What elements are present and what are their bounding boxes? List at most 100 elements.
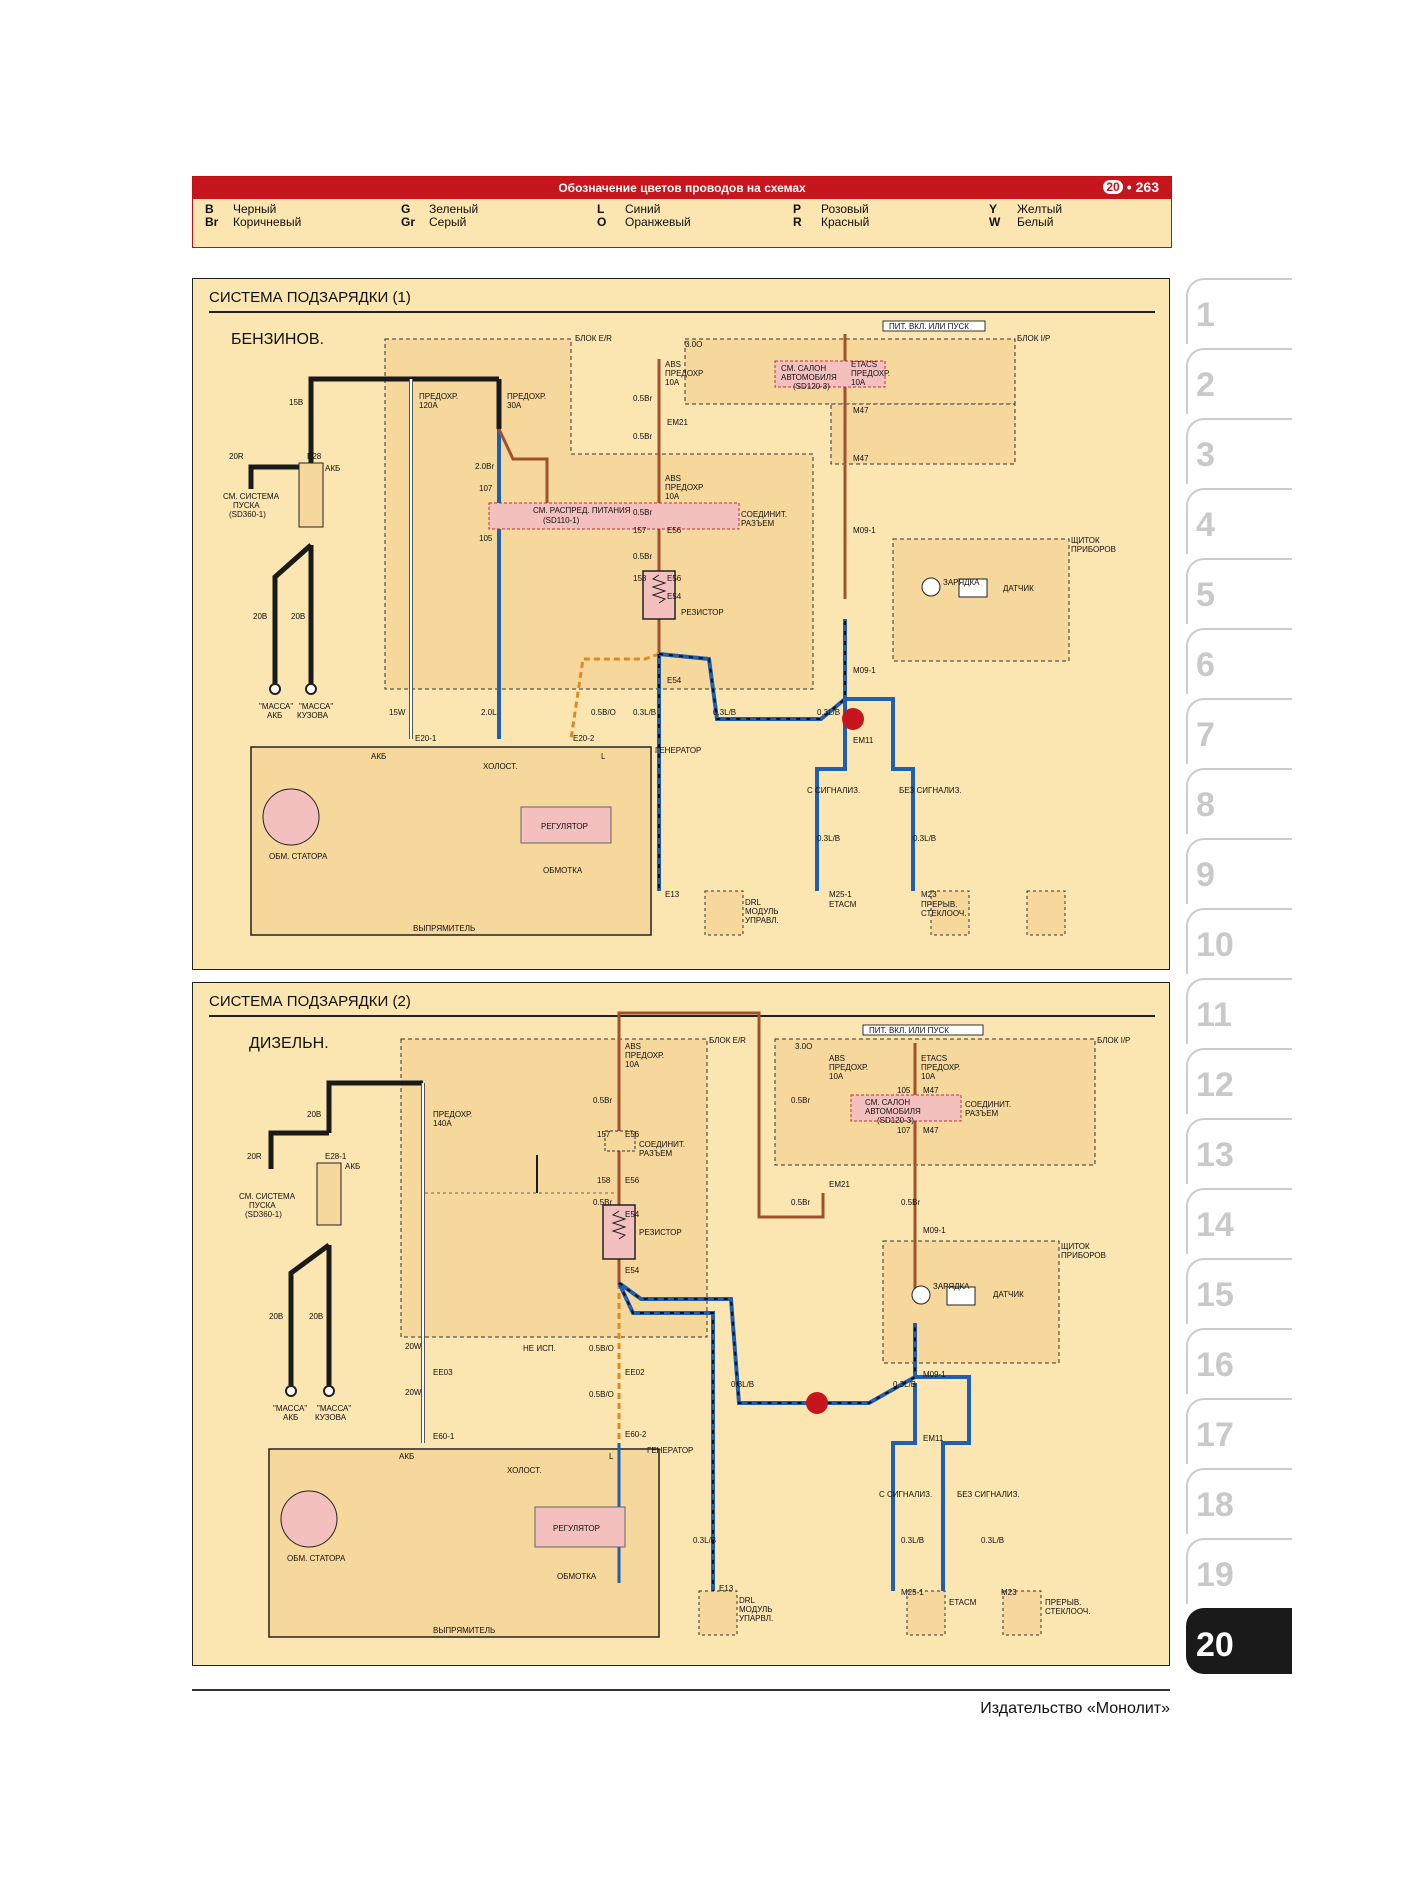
label: M47 — [853, 454, 869, 463]
chapter-tab-16[interactable]: 16 — [1186, 1328, 1292, 1394]
chapter-tab-18[interactable]: 18 — [1186, 1468, 1292, 1534]
label: ЩИТОК — [1061, 1242, 1090, 1251]
chapter-tab-6[interactable]: 6 — [1186, 628, 1292, 694]
label: 105 — [897, 1086, 911, 1095]
title-rule — [209, 1015, 1155, 1017]
header-bar: Обозначение цветов проводов на схемах 20… — [193, 177, 1171, 199]
label: АВТОМОБИЛЯ — [865, 1107, 921, 1116]
label: АКБ — [371, 752, 386, 761]
label: АКБ — [345, 1162, 360, 1171]
label: ХОЛОСТ. — [507, 1466, 541, 1475]
label: ПРЕДОХР. — [625, 1051, 664, 1060]
label: 20W — [405, 1388, 422, 1397]
label: СМ. САЛОН — [865, 1098, 910, 1107]
chapter-tab-2[interactable]: 2 — [1186, 348, 1292, 414]
charge-lamp — [921, 577, 941, 597]
label: 0.3L/B — [633, 708, 656, 717]
label: ГЕНЕРАТОР — [647, 1446, 693, 1455]
stator-circle — [262, 788, 320, 846]
chapter-tab-12[interactable]: 12 — [1186, 1048, 1292, 1114]
ip-block-lower — [830, 403, 1016, 465]
charging-system-diagram-2: СИСТЕМА ПОДЗАРЯДКИ (2) ДИЗЕЛЬН. — [192, 982, 1170, 1666]
chapter-badge: 20 — [1103, 180, 1123, 194]
chapter-tab-7[interactable]: 7 — [1186, 698, 1292, 764]
chapter-tab-15[interactable]: 15 — [1186, 1258, 1292, 1324]
battery-symbol — [298, 462, 324, 528]
battery-cable-20b — [326, 1080, 423, 1133]
label: 0.5Br — [633, 508, 652, 517]
label: ВЫПРЯМИТЕЛЬ — [433, 1626, 495, 1635]
regulator-box — [534, 1506, 626, 1548]
label: АКБ — [325, 464, 340, 473]
chapter-tab-20-active[interactable]: 20 — [1186, 1608, 1292, 1674]
label: 10A — [851, 378, 866, 387]
label: EM11 — [853, 736, 874, 745]
label: ЩИТОК — [1071, 536, 1100, 545]
chapter-tab-4[interactable]: 4 — [1186, 488, 1292, 554]
chapter-tab-9[interactable]: 9 — [1186, 838, 1292, 904]
label: 20B — [269, 1312, 283, 1321]
resistor-box — [602, 1204, 636, 1260]
diagram-title: СИСТЕМА ПОДЗАРЯДКИ (2) — [209, 993, 411, 1010]
label: M47 — [923, 1086, 939, 1095]
chapter-tab-19[interactable]: 19 — [1186, 1538, 1292, 1604]
monolit-logo — [806, 1392, 828, 1414]
label: 15B — [289, 398, 303, 407]
label: 20B — [291, 612, 305, 621]
er-block-outline — [400, 1038, 708, 1338]
label: ПРИБОРОВ — [1071, 545, 1116, 554]
label: 0.5Br — [593, 1198, 612, 1207]
label: БЛОК E/R — [575, 334, 612, 343]
label: E20-2 — [573, 734, 595, 743]
label: 10A — [921, 1072, 936, 1081]
label: 105 — [479, 534, 493, 543]
label: M09-1 — [923, 1226, 946, 1235]
chapter-tab-17[interactable]: 17 — [1186, 1398, 1292, 1464]
battery-warning-icon — [946, 1286, 976, 1306]
label: M47 — [923, 1126, 939, 1135]
chapter-tab-1[interactable]: 1 — [1186, 278, 1292, 344]
label: 157 — [597, 1130, 611, 1139]
wire-0-5br-loop — [617, 1011, 825, 1219]
drl-box — [704, 890, 744, 936]
engine-type: БЕНЗИНОВ. — [231, 331, 325, 348]
chapter-tab-5[interactable]: 5 — [1186, 558, 1292, 624]
label: (SD120-3) — [793, 382, 830, 391]
label: M09-1 — [923, 1370, 946, 1379]
label: 15W — [389, 708, 406, 717]
label: 0.5Br — [593, 1096, 612, 1105]
power-dist-ref — [488, 502, 740, 530]
ground-akb — [269, 683, 281, 695]
label: 107 — [479, 484, 493, 493]
battery-warning-icon — [958, 578, 988, 598]
label: ПУСКА — [249, 1201, 276, 1210]
chapter-tab-8[interactable]: 8 — [1186, 768, 1292, 834]
wiper-box — [1002, 1590, 1042, 1636]
label: СОЕДИНИТ. — [965, 1100, 1011, 1109]
chapter-tab-14[interactable]: 14 — [1186, 1188, 1292, 1254]
battery-cable-15b — [308, 376, 383, 467]
chapter-tab-10[interactable]: 10 — [1186, 908, 1292, 974]
label: ДАТЧИК — [993, 1290, 1024, 1299]
battery-cable-20r — [268, 1130, 329, 1169]
label: ПРИБОРОВ — [1061, 1251, 1106, 1260]
label: ПРЕРЫВ. — [921, 900, 957, 909]
label: 10A — [829, 1072, 844, 1081]
label: 20W — [405, 1342, 422, 1351]
label: 0.3L/B — [893, 1380, 916, 1389]
wiring-schematic-1: БЛОК E/R БЛОК I/P ПИТ. ВКЛ. ИЛИ ПУСК 15B… — [223, 320, 1116, 936]
title-rule — [209, 311, 1155, 313]
chapter-tab-11[interactable]: 11 — [1186, 978, 1292, 1044]
label: СОЕДИНИТ. — [639, 1140, 685, 1149]
label: ПИТ. ВКЛ. ИЛИ ПУСК — [869, 1026, 949, 1035]
chapter-tab-13[interactable]: 13 — [1186, 1118, 1292, 1184]
label: РЕЗИСТОР — [681, 608, 724, 617]
label: ПРЕДОХР. — [921, 1063, 960, 1072]
label: РЕГУЛЯТОР — [541, 822, 588, 831]
wire-0-3lb-black — [618, 1282, 714, 1591]
label: E54 — [625, 1210, 640, 1219]
chapter-tab-3[interactable]: 3 — [1186, 418, 1292, 484]
